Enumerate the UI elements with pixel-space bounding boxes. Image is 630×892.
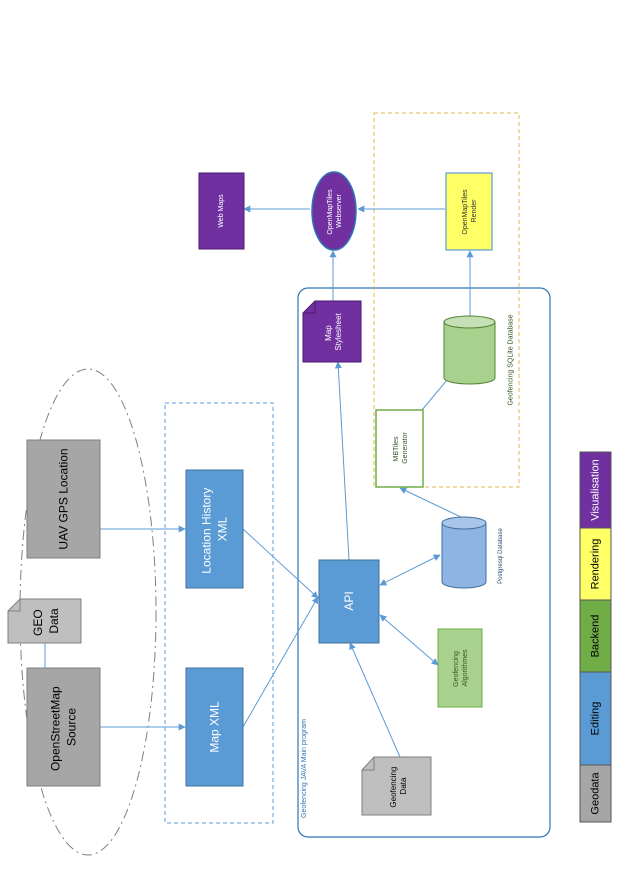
svg-text:API: API xyxy=(342,591,356,610)
svg-text:Geofencing Algorithmes: Geofencing Algorithmes xyxy=(453,649,469,687)
legend-label-rendering: Rendering xyxy=(590,539,602,590)
arrow-api-to-stylesheet xyxy=(334,361,350,561)
svg-text:MBTiles Generator: MBTiles Generator xyxy=(393,432,409,464)
node-sqlite-database: Geofencing SQLite Database xyxy=(443,314,515,406)
svg-text:OpenMapTiles Webserver: OpenMapTiles Webserver xyxy=(327,187,343,234)
svg-text:Geofencing Data: Geofencing Data xyxy=(389,764,408,807)
node-geofencing-data: Geofencing Data xyxy=(361,756,432,816)
arrow-location-history-to-api xyxy=(242,528,319,599)
legend-swatch-backend xyxy=(579,599,612,673)
arrow-geofencing-data-to-api xyxy=(349,642,401,758)
node-openmaptiles-render: OpenMapTiles Render xyxy=(445,172,493,251)
svg-text:Geofencing SQLite Database: Geofencing SQLite Database xyxy=(508,314,515,405)
node-mbtiles-generator: MBTiles Generator xyxy=(375,409,424,488)
node-openmaptiles-webserver: OpenMapTiles Webserver xyxy=(311,171,357,251)
node-osm-source: OpenStreetMap Source xyxy=(26,667,101,787)
arrow-postgresql-to-mbtiles xyxy=(399,487,464,519)
svg-text:Map XML: Map XML xyxy=(208,701,222,753)
node-postgresql-database: Postgresql Database xyxy=(441,516,504,589)
legend-swatch-geodata xyxy=(579,764,612,823)
legend-label-editing: Editing xyxy=(590,702,602,736)
legend-swatch-visualisation xyxy=(579,451,612,529)
rendering-group xyxy=(373,112,520,488)
svg-text:Web Maps: Web Maps xyxy=(218,194,225,228)
node-map-stylesheet: Map Stylesheet xyxy=(302,300,362,363)
svg-text:GEO Data: GEO Data xyxy=(31,606,61,636)
node-geo-data: GEO Data xyxy=(7,598,82,644)
legend: Geodata Editing Backend Rendering Visualisat… xyxy=(579,451,612,823)
arrow-mapxml-to-api xyxy=(242,596,319,728)
node-geofencing-algorithms: Geofencing Algorithmes xyxy=(437,628,483,708)
connectors xyxy=(44,205,474,758)
svg-text:OpenMapTiles Render: OpenMapTiles Render xyxy=(462,187,478,234)
xml-group xyxy=(164,402,274,824)
java-main-container xyxy=(297,287,551,838)
legend-label-geodata: Geodata xyxy=(590,772,602,815)
svg-text:Map Stylesheet: Map Stylesheet xyxy=(324,313,343,351)
java-main-label: Geofencing JAVA Main program xyxy=(301,719,308,818)
arrow-api-algorithms xyxy=(379,614,439,666)
arrow-api-postgresql xyxy=(379,554,441,586)
node-api: API xyxy=(318,559,380,644)
legend-label-visualisation: Visualisation xyxy=(590,459,602,521)
svg-text:UAV GPS Location: UAV GPS Location xyxy=(57,448,71,549)
svg-text:Location History XML: Location History XML xyxy=(200,484,230,573)
line-mbtiles-to-sqlite xyxy=(421,379,448,411)
node-web-maps: Web Maps xyxy=(198,172,245,250)
svg-text:OpenStreetMap Source: OpenStreetMap Source xyxy=(49,683,79,771)
svg-text:Postgresql Database: Postgresql Database xyxy=(498,527,504,583)
node-location-history-xml: Location History XML xyxy=(185,469,244,589)
node-map-xml: Map XML xyxy=(185,667,244,787)
legend-label-backend: Backend xyxy=(590,615,602,658)
legend-swatch-rendering xyxy=(579,527,612,601)
node-uav-gps-location: UAV GPS Location xyxy=(26,439,101,559)
